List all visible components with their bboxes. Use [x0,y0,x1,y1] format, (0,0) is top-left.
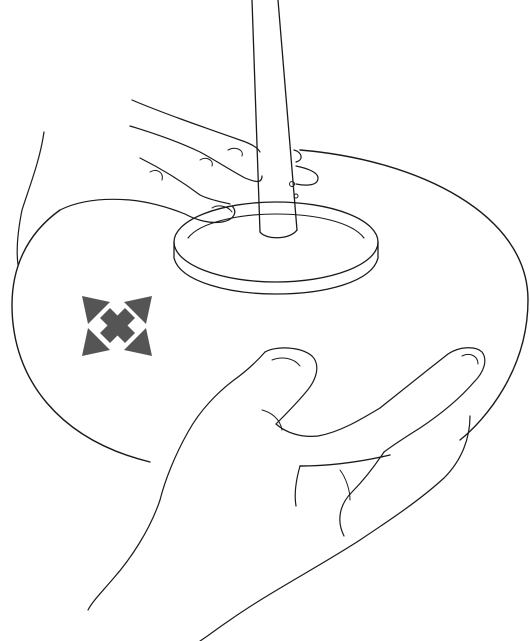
round-base-icon [174,202,378,294]
hand-icon [88,348,485,641]
four-way-arrow-icon [82,296,152,356]
hand-icon [17,100,318,265]
